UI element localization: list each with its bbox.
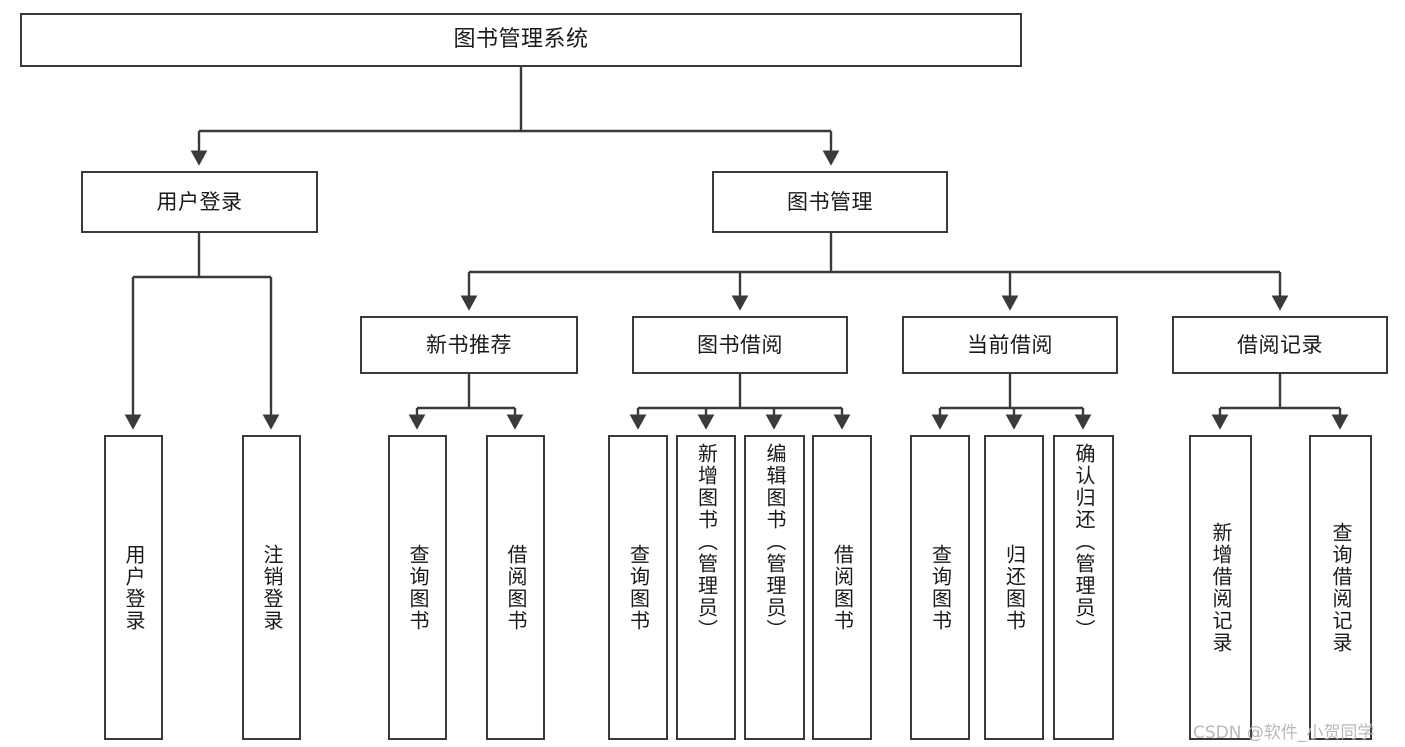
node-leaf-add-book[interactable]: 新增图书（管理员） [676,435,736,740]
node-root[interactable]: 图书管理系统 [20,13,1022,67]
node-leaf-query-book-3[interactable]: 查询图书 [910,435,970,740]
node-leaf-user-login[interactable]: 用户登录 [104,435,163,740]
node-leaf-logout-label: 注销登录 [260,543,284,632]
node-leaf-return-book[interactable]: 归还图书 [984,435,1044,740]
node-leaf-add-record[interactable]: 新增借阅记录 [1189,435,1252,740]
node-borrow-record[interactable]: 借阅记录 [1172,316,1388,374]
node-leaf-query-book-1-label: 查询图书 [406,543,430,632]
csdn-watermark: CSDN @软件_小贺同学 [1193,723,1375,743]
node-root-label: 图书管理系统 [453,27,589,53]
node-leaf-borrow-book-1-label: 借阅图书 [504,543,528,632]
node-leaf-query-record-label: 查询借阅记录 [1329,521,1353,654]
node-new-book-rec-label: 新书推荐 [426,332,512,357]
node-new-book-rec[interactable]: 新书推荐 [360,316,578,374]
node-current-borrow-label: 当前借阅 [967,332,1053,357]
node-user-login-label: 用户登录 [156,189,243,214]
node-leaf-logout[interactable]: 注销登录 [242,435,301,740]
node-leaf-add-book-label: 新增图书（管理员） [694,443,719,641]
node-leaf-query-book-2-label: 查询图书 [626,543,651,632]
node-leaf-add-record-label: 新增借阅记录 [1209,521,1233,654]
node-leaf-borrow-book-1[interactable]: 借阅图书 [486,435,545,740]
node-leaf-borrow-book-2[interactable]: 借阅图书 [812,435,872,740]
node-leaf-query-book-3-label: 查询图书 [928,543,953,632]
node-borrow-record-label: 借阅记录 [1237,332,1323,357]
node-leaf-edit-book-label: 编辑图书（管理员） [763,443,787,641]
node-current-borrow[interactable]: 当前借阅 [902,316,1118,374]
node-leaf-user-login-label: 用户登录 [122,543,146,632]
node-book-manage-label: 图书管理 [787,189,873,214]
node-leaf-query-book-1[interactable]: 查询图书 [388,435,447,740]
node-book-borrow-label: 图书借阅 [697,332,783,357]
node-leaf-query-record[interactable]: 查询借阅记录 [1309,435,1372,740]
node-leaf-confirm-return-label: 确认归还（管理员） [1072,443,1096,641]
node-leaf-confirm-return[interactable]: 确认归还（管理员） [1053,435,1114,740]
node-leaf-edit-book[interactable]: 编辑图书（管理员） [744,435,805,740]
node-leaf-return-book-label: 归还图书 [1002,543,1027,632]
node-leaf-borrow-book-2-label: 借阅图书 [830,543,855,632]
node-user-login[interactable]: 用户登录 [81,171,318,233]
node-book-borrow[interactable]: 图书借阅 [632,316,848,374]
node-book-manage[interactable]: 图书管理 [712,171,948,233]
node-leaf-query-book-2[interactable]: 查询图书 [608,435,668,740]
